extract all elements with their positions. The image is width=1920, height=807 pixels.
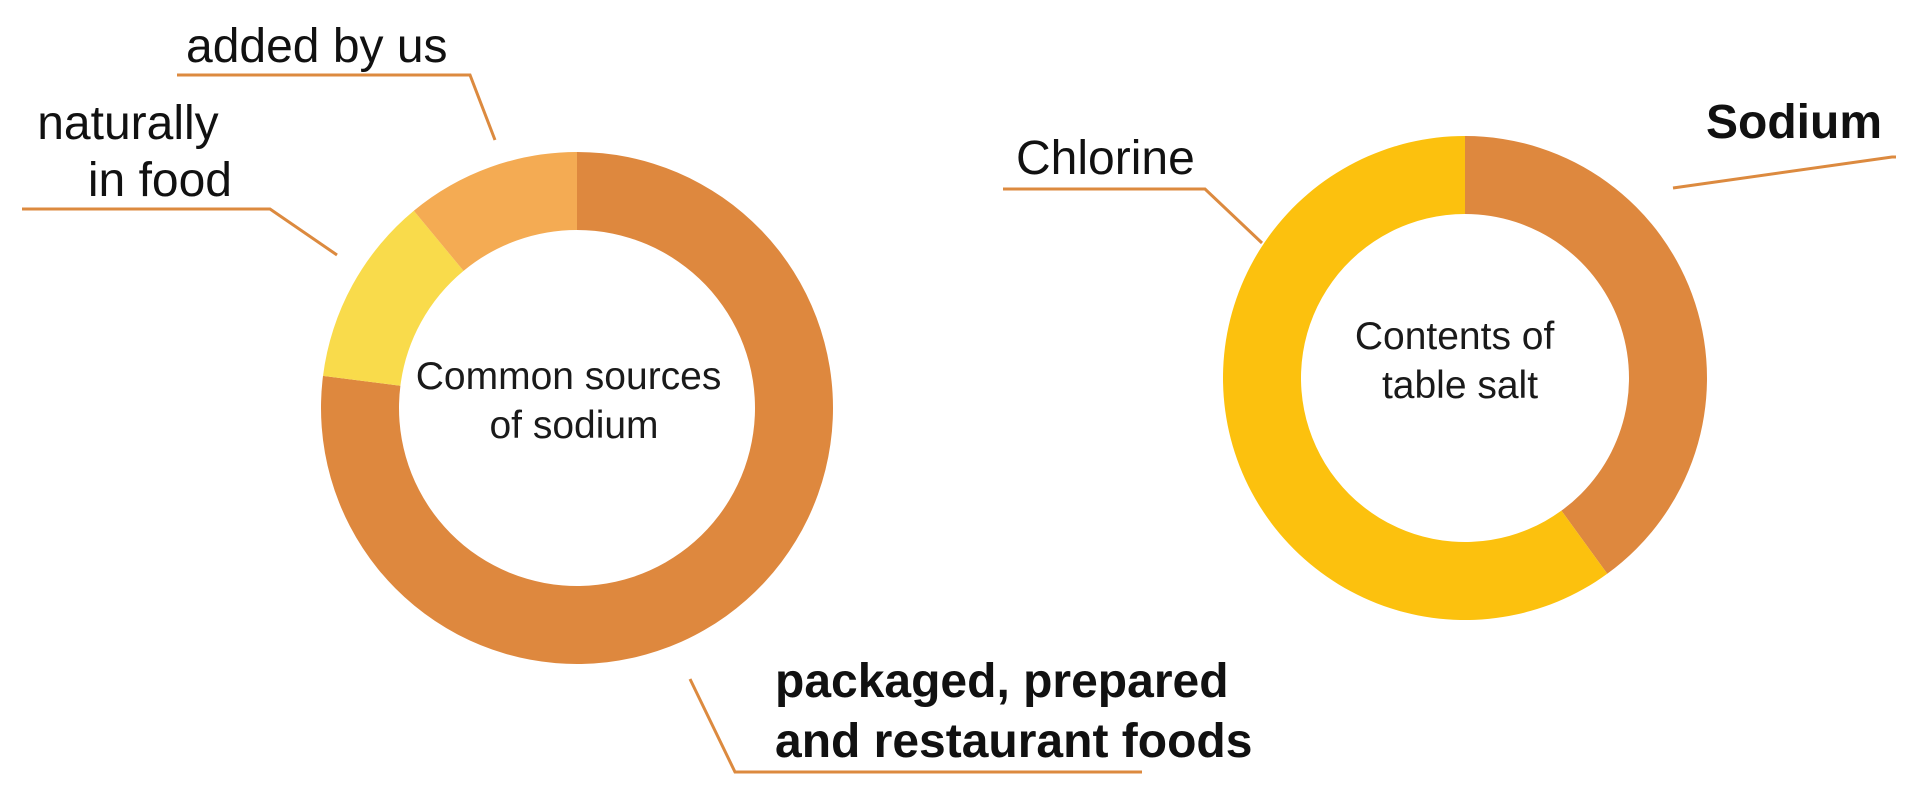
leader-naturally-in-food bbox=[22, 207, 338, 257]
label-packaged-line-1: packaged, prepared bbox=[775, 655, 1229, 708]
table-salt-donut bbox=[1223, 136, 1707, 621]
leader-added-by-us bbox=[177, 73, 497, 141]
label-naturally-in-food: naturally in food bbox=[37, 97, 232, 207]
slice-sodium bbox=[1465, 136, 1707, 574]
table-salt-center-line-2: table salt bbox=[1382, 364, 1538, 407]
label-naturally-line-1: naturally bbox=[37, 97, 218, 150]
label-packaged-foods: packaged, prepared and restaurant foods bbox=[775, 655, 1252, 768]
sodium-sources-donut bbox=[321, 152, 833, 664]
label-sodium: Sodium bbox=[1706, 96, 1882, 149]
leader-lines bbox=[22, 73, 1896, 774]
slice-naturally-in-food bbox=[323, 210, 464, 386]
slice-chlorine bbox=[1223, 136, 1608, 621]
sodium-sources-center-line-2: of sodium bbox=[489, 404, 658, 447]
sodium-sources-center-label: Common sources of sodium bbox=[416, 355, 732, 447]
leader-packaged-foods bbox=[688, 678, 1142, 774]
leader-sodium bbox=[1672, 155, 1896, 190]
label-added-by-us: added by us bbox=[186, 20, 448, 73]
label-packaged-line-2: and restaurant foods bbox=[775, 715, 1252, 768]
leader-chlorine bbox=[1003, 187, 1264, 245]
table-salt-center-line-1: Contents of bbox=[1355, 315, 1555, 358]
label-naturally-line-2: in food bbox=[88, 154, 232, 207]
slice-added-by-us bbox=[413, 152, 577, 271]
label-chlorine: Chlorine bbox=[1016, 132, 1195, 185]
table-salt-center-label: Contents of table salt bbox=[1355, 315, 1565, 407]
slice-packaged-prepared-and-restaurant-foods bbox=[321, 152, 833, 664]
sodium-sources-center-line-1: Common sources bbox=[416, 355, 722, 398]
